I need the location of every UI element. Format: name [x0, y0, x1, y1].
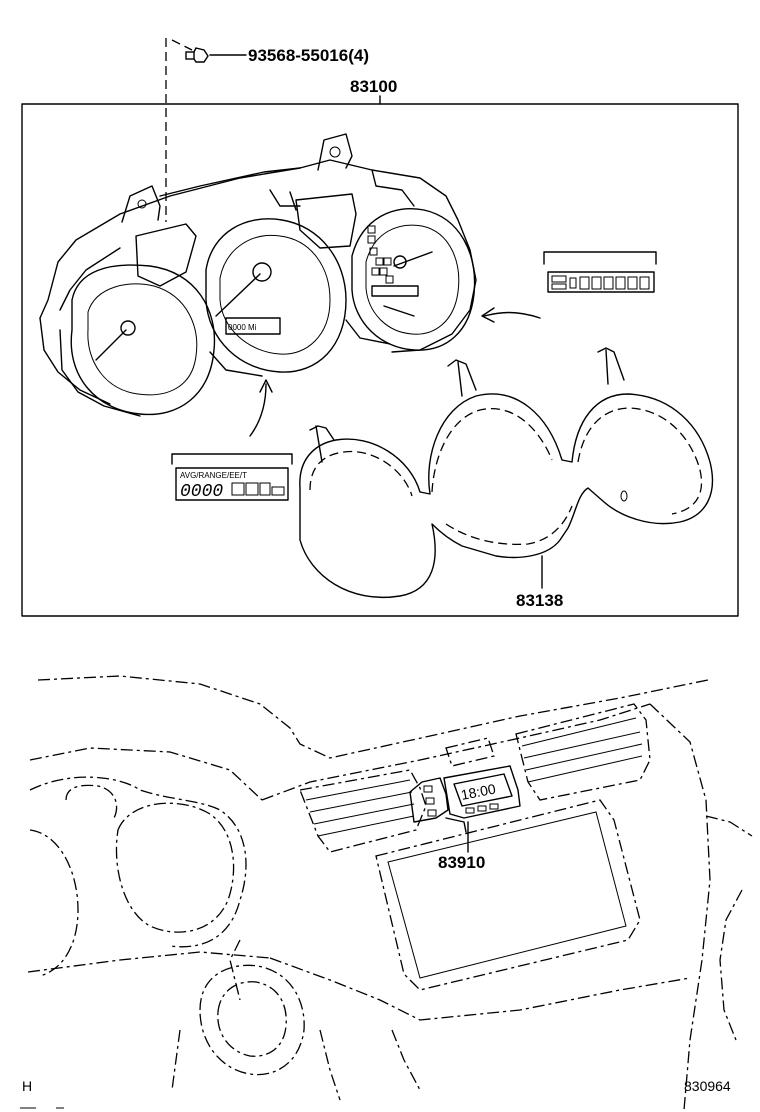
clock-unit: 18:00 — [409, 765, 521, 833]
combination-meter: 0000 Mi — [39, 133, 477, 417]
bolt-group: 93568-55016(4) — [165, 38, 369, 222]
diagram-code: 830964 — [684, 1078, 731, 1094]
bolt-icon — [185, 47, 209, 63]
clock-readout: 18:00 — [460, 781, 498, 803]
left-display-caption: AVG/RANGE/EE/T — [180, 471, 247, 480]
dashboard-view: 18:00 — [27, 675, 753, 1111]
corner-label: H — [22, 1078, 32, 1094]
odometer-digits — [579, 276, 650, 290]
clock-part-number: 83910 — [438, 853, 485, 872]
left-display-callout: AVG/RANGE/EE/T 0000 — [171, 453, 293, 502]
meter-cover — [299, 347, 714, 598]
indicator-cluster — [367, 225, 419, 297]
right-display-callout — [543, 251, 657, 293]
bolt-part-number: 93568-55016(4) — [248, 46, 369, 65]
cluster-part-number: 83100 — [350, 77, 397, 96]
left-display-digits: 0000 — [180, 482, 223, 502]
cluster-frame — [21, 103, 739, 617]
svg-text:0000 Mi: 0000 Mi — [228, 323, 257, 332]
cover-part-number: 83138 — [516, 591, 563, 610]
